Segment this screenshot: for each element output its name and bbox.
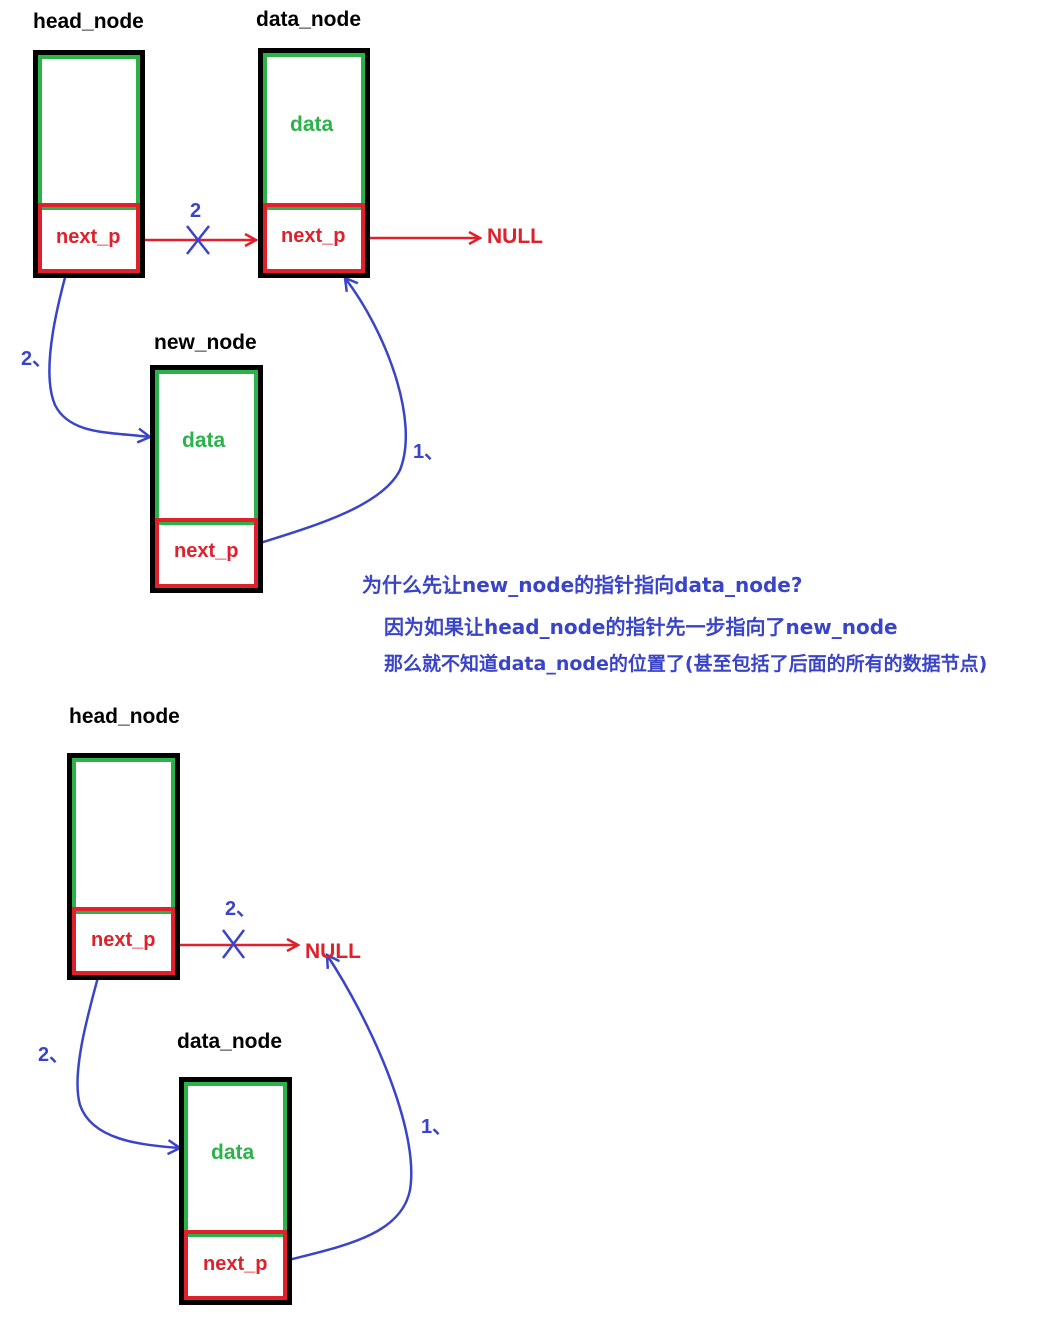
head-node-next-field-2: [72, 907, 175, 975]
head-node-next-label-2: next_p: [91, 929, 156, 951]
data-node-box: [258, 48, 370, 278]
new-node-next-label: next_p: [174, 540, 239, 562]
data-node-title: data_node: [256, 8, 362, 31]
explanation-question: 为什么先让new_node的指针指向data_node?: [362, 573, 803, 597]
new-node-data-field: [155, 370, 258, 525]
cut-mark-1: [186, 225, 210, 255]
data-node-next-field-2: [184, 1230, 287, 1300]
new-node-next-field: [155, 518, 258, 588]
head-node-data-field-2: [72, 758, 175, 914]
explanation-answer-line2: 那么就不知道data_node的位置了(甚至包括了后面的所有的数据节点): [384, 653, 988, 675]
head-node-title: head_node: [33, 10, 144, 33]
head-node-data-field: [38, 55, 140, 210]
data-node-data-label: data: [290, 113, 334, 136]
data-node-title-2: data_node: [177, 1030, 283, 1053]
null-label-2: NULL: [305, 940, 361, 963]
head-node-box-2: [67, 753, 180, 980]
new-node-data-label: data: [182, 429, 226, 452]
data-node-data-label-2: data: [211, 1141, 255, 1164]
head-node-title-2: head_node: [69, 705, 180, 728]
data-node-box-2: [179, 1077, 292, 1305]
head-node-next-label: next_p: [56, 226, 121, 248]
data-to-null-arrow: [269, 955, 413, 1267]
data-node-data-field: [263, 53, 365, 210]
data-node-next-label: next_p: [281, 225, 346, 247]
step-two-label-2: 2、: [38, 1044, 70, 1066]
data-node-next-field: [263, 203, 365, 273]
step-cut-label-1: 2: [190, 200, 202, 222]
head-to-new-node-arrow: [48, 244, 150, 437]
head-node-next-field: [38, 203, 140, 273]
head-to-data-node-arrow: [76, 947, 180, 1148]
data-node-next-label-2: next_p: [203, 1253, 268, 1275]
explanation-answer-line1: 因为如果让head_node的指针先一步指向了new_node: [384, 615, 898, 639]
null-label-1: NULL: [487, 225, 543, 248]
data-node-data-field-2: [184, 1082, 287, 1237]
step-cut-label-2: 2、: [225, 898, 257, 920]
new-to-data-node-arrow: [237, 278, 408, 552]
step-two-label-1: 2、: [21, 348, 53, 370]
cut-mark-2: [222, 929, 245, 959]
head-node-box: [33, 50, 145, 278]
new-node-title: new_node: [154, 331, 257, 354]
new-node-box: [150, 365, 263, 593]
step-one-label-1: 1、: [413, 441, 445, 463]
step-one-label-2: 1、: [421, 1116, 453, 1138]
